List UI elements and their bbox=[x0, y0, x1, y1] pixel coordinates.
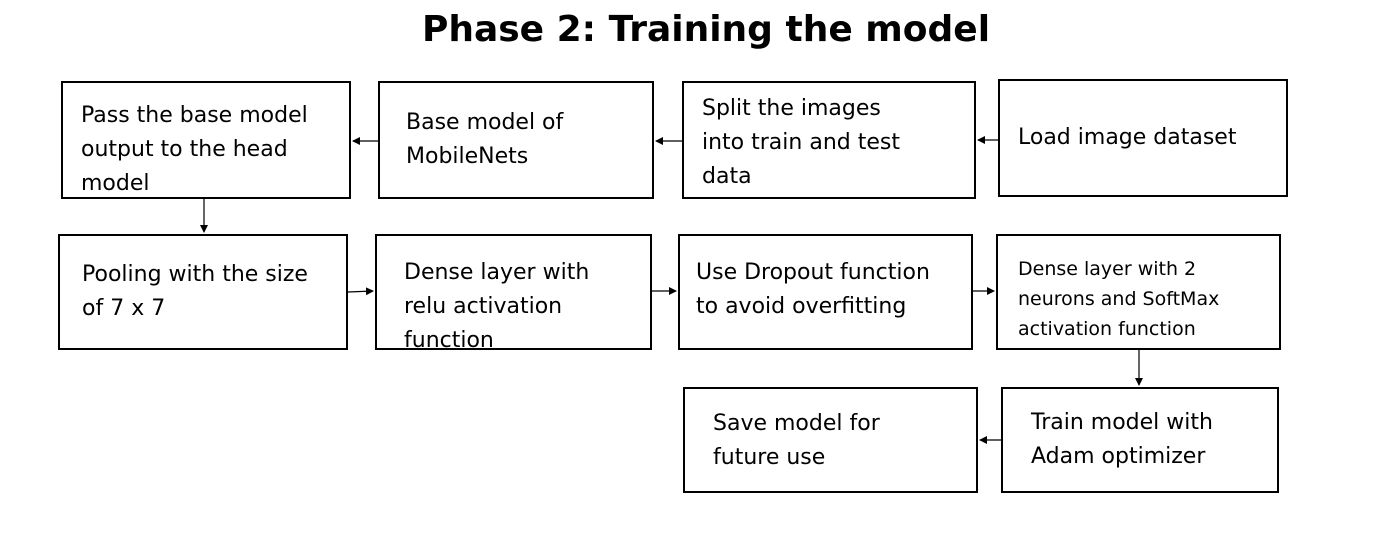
box-save-model: Save model for future use bbox=[683, 387, 978, 493]
box-load-dataset: Load image dataset bbox=[998, 79, 1288, 197]
box-train-model-label: Train model with Adam optimizer bbox=[1031, 410, 1213, 469]
box-pass-to-head-label: Pass the base model output to the head m… bbox=[81, 103, 308, 196]
box-train-model: Train model with Adam optimizer bbox=[1001, 387, 1279, 493]
box-dropout: Use Dropout function to avoid overfittin… bbox=[678, 234, 973, 350]
box-save-model-label: Save model for future use bbox=[713, 411, 880, 470]
arrow-pooling-to-dense-relu bbox=[347, 287, 374, 296]
diagram-title: Phase 2: Training the model bbox=[421, 9, 991, 50]
box-base-model-label: Base model of MobileNets bbox=[406, 110, 564, 169]
box-pass-to-head: Pass the base model output to the head m… bbox=[61, 81, 351, 199]
box-pooling-label: Pooling with the size of 7 x 7 bbox=[82, 262, 308, 321]
box-dropout-label: Use Dropout function to avoid overfittin… bbox=[696, 260, 930, 319]
box-dense-relu: Dense layer with relu activation functio… bbox=[375, 234, 652, 350]
box-dense-softmax: Dense layer with 2 neurons and SoftMax a… bbox=[996, 234, 1281, 350]
box-dense-softmax-label: Dense layer with 2 neurons and SoftMax a… bbox=[1018, 258, 1220, 340]
box-load-dataset-label: Load image dataset bbox=[1018, 125, 1237, 150]
box-pooling: Pooling with the size of 7 x 7 bbox=[58, 234, 348, 350]
box-base-model: Base model of MobileNets bbox=[378, 81, 654, 199]
box-split-images-label: Split the images into train and test dat… bbox=[702, 96, 900, 189]
box-dense-relu-label: Dense layer with relu activation functio… bbox=[404, 260, 590, 350]
box-split-images: Split the images into train and test dat… bbox=[682, 81, 976, 199]
